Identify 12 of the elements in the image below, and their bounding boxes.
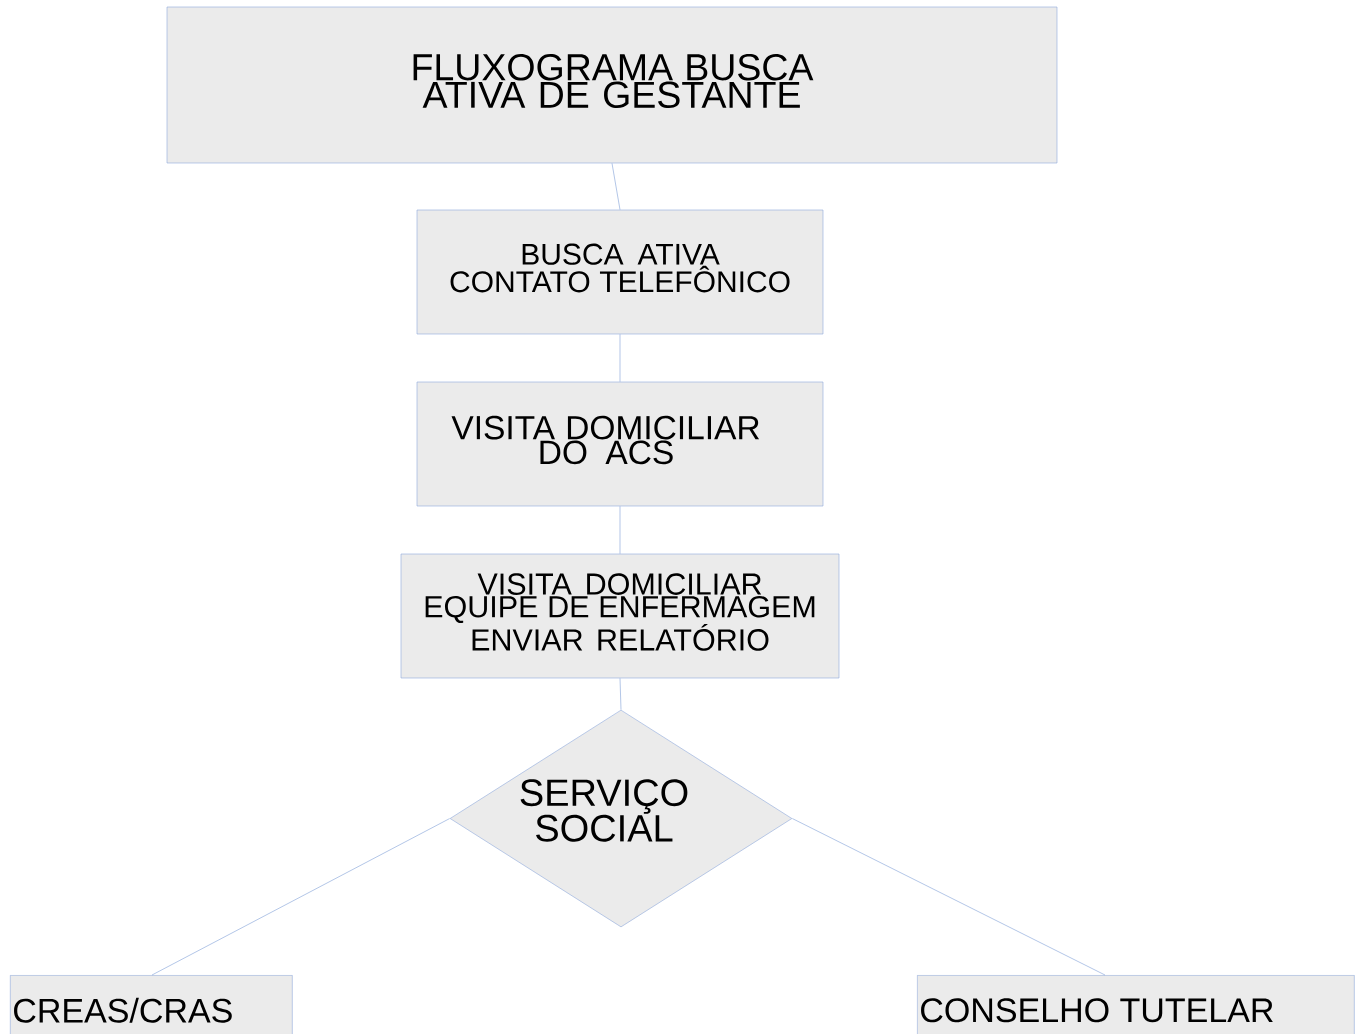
connector-line <box>611 163 621 210</box>
process-box: FLUXOGRAMA BUSCA ATIVA DE GESTANTE <box>166 6 1058 164</box>
connector-line <box>151 818 450 976</box>
connector-line <box>619 678 622 710</box>
connector-line <box>619 506 621 554</box>
process-box: VISITA DOMICILIAR DO ACS <box>416 381 824 507</box>
process-box: CREAS/CRAS <box>10 975 293 1034</box>
process-box: BUSCA ATIVA CONTATO TELEFÔNICO <box>416 209 824 335</box>
process-box: VISITA DOMICILIAR EQUIPE DE ENFERMAGEM ENVIAR RELATÓRIO <box>400 553 840 679</box>
connector-line <box>619 334 621 382</box>
connector-line <box>792 818 1106 976</box>
process-box: CONSELHO TUTELAR <box>917 975 1355 1034</box>
